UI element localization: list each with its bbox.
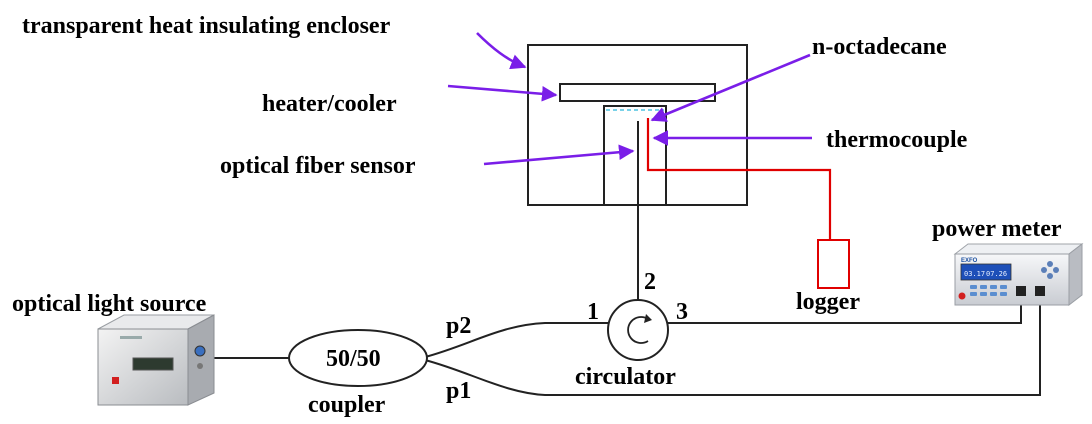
power-meter-display-left: 03.17 (964, 270, 985, 278)
coupler-ellipse (288, 329, 428, 387)
thermocouple-wire (646, 118, 832, 240)
label-coupler-ratio: 50/50 (326, 346, 381, 372)
circulator-arrowhead-icon (644, 314, 652, 323)
heater-cooler-plate (559, 83, 716, 102)
logger-box (817, 239, 850, 289)
sample-container (603, 105, 667, 206)
label-port-1: 1 (587, 299, 599, 325)
label-power-meter: power meter (932, 216, 1062, 242)
label-fiber-sensor: optical fiber sensor (220, 153, 416, 179)
fiber-p2 (424, 322, 608, 358)
label-enclosure: transparent heat insulating encloser (22, 13, 391, 39)
label-n-octadecane: n-octadecane (812, 34, 947, 60)
optical-light-source-device (97, 314, 215, 406)
heater-pointer-arrow (447, 84, 558, 102)
power-meter-device: EXFO 03.17 07.26 (953, 242, 1084, 307)
circulator-symbol (607, 299, 669, 361)
label-thermocouple: thermocouple (826, 127, 968, 153)
fiber-p1 (424, 292, 1041, 396)
n-octadecane-pointer-arrow (650, 53, 811, 122)
label-circulator: circulator (575, 364, 676, 390)
label-p2: p2 (446, 313, 471, 339)
enclosure-pointer-arrow (476, 32, 527, 70)
label-port-2: 2 (644, 269, 656, 295)
power-meter-display-right: 07.26 (986, 270, 1007, 278)
label-logger: logger (796, 289, 860, 315)
label-light-source: optical light source (12, 291, 207, 317)
label-heater-cooler: heater/cooler (262, 91, 397, 117)
label-port-3: 3 (676, 299, 688, 325)
power-meter-brand: EXFO (961, 258, 978, 264)
fiber-sensor-pointer-arrow (483, 144, 635, 166)
label-coupler: coupler (308, 392, 386, 418)
label-p1: p1 (446, 378, 471, 404)
circulator-rotation-icon (627, 316, 649, 344)
